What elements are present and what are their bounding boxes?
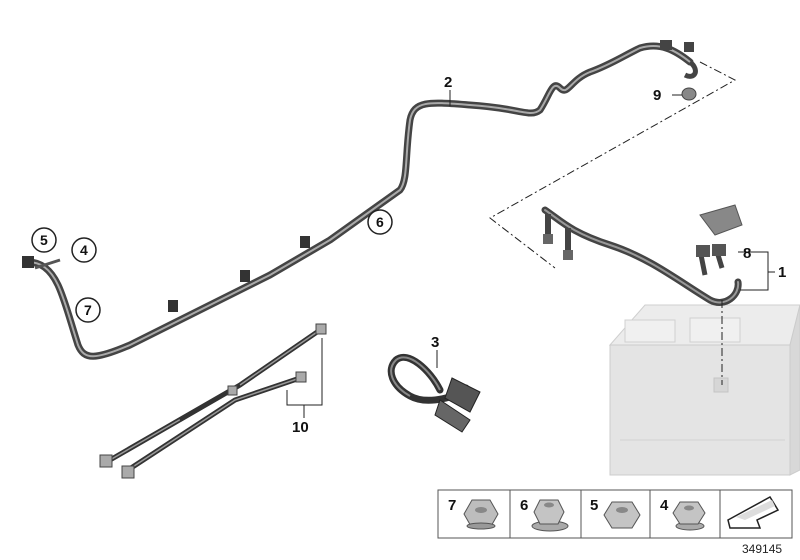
- svg-text:4: 4: [80, 242, 88, 258]
- svg-text:6: 6: [376, 214, 384, 230]
- main-cable: [22, 40, 698, 360]
- svg-text:7: 7: [84, 302, 92, 318]
- wire-set: [99, 323, 327, 479]
- callout-9: 9: [653, 87, 661, 104]
- callout-10: 10: [292, 419, 309, 436]
- circled-callout-4: 4: [71, 237, 97, 263]
- battery-cable: [541, 204, 743, 385]
- legend-item-6: 6: [520, 497, 569, 532]
- svg-text:5: 5: [40, 232, 48, 248]
- legend-item-5: 5: [590, 497, 641, 529]
- leader-lines: [436, 90, 775, 368]
- callout-1: 1: [778, 264, 786, 281]
- svg-text:7: 7: [448, 497, 456, 514]
- document-number: 349145: [742, 542, 782, 556]
- arrow-icon: [727, 495, 780, 529]
- circled-callout-6: 6: [367, 209, 393, 235]
- circled-callout-7: 7: [75, 297, 101, 323]
- ground-strap: [387, 353, 481, 433]
- fastener-legend: 7 6 5 4: [437, 489, 793, 539]
- svg-text:6: 6: [520, 497, 528, 514]
- connection-line: [489, 61, 737, 269]
- callout-2: 2: [444, 74, 452, 91]
- battery: [608, 304, 800, 476]
- legend-item-7: 7: [448, 497, 499, 530]
- callout-8: 8: [743, 245, 751, 262]
- svg-text:4: 4: [660, 497, 669, 514]
- circled-callout-5: 5: [31, 227, 57, 253]
- legend-item-4: 4: [660, 497, 706, 531]
- callout-3: 3: [431, 334, 439, 351]
- svg-text:5: 5: [590, 497, 598, 514]
